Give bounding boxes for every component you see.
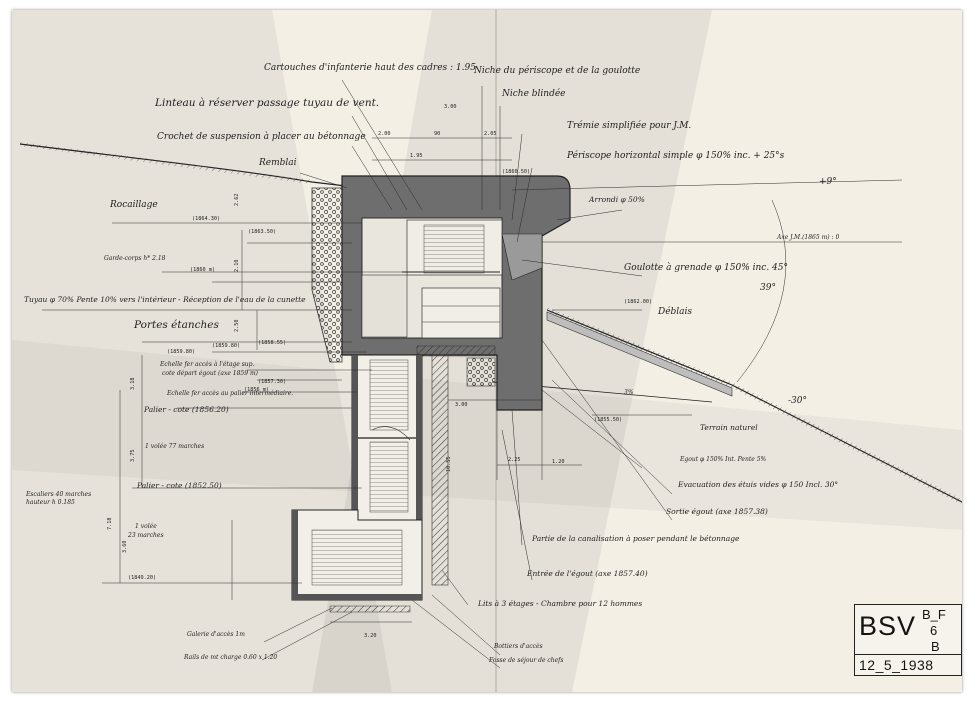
title-ref-2: 6 [930,623,938,638]
label-niche-periscope: Niche du périscope et de la goulotte [474,66,641,76]
dim-1860: (1860.50) [502,169,531,175]
label-garde-corps: Garde-corps h* 2.18 [104,255,166,262]
label-volee-2: 1 volée [135,523,157,530]
dim-300: 3.00 [444,104,457,110]
label-palier-1: Palier - cote (1856.20) [144,405,229,414]
cote-1856: (1856 m) [244,387,269,393]
dim-1055: 10.55 [446,456,452,472]
label-volee-1: 1 volée 77 marches [145,443,205,450]
label-terrain: Terrain naturel [700,423,758,432]
label-niche-blindee: Niche blindée [502,89,566,99]
dim-318: 3.18 [130,377,136,391]
label-rocaillage: Rocaillage [110,200,158,210]
cote-1862: (1862.00) [624,299,653,305]
cote-1858: (1858.55) [258,340,287,346]
dim-250: 2.50 [234,319,240,333]
rocaillage-fill [311,187,343,363]
label-echelle-etage: Echelle fer accès à l'étage sup. [160,361,255,368]
label-rails: Rails de mt charge 0.60 x 1.20 [184,654,278,661]
label-slope-up: +9° [819,177,837,187]
dim-195: 1.95 [410,153,423,159]
title-block: BSV B_F 6 B 12_5_1938 [854,604,962,676]
label-linteau: Linteau à réserver passage tuyau de vent… [155,97,380,109]
label-lits: Lits à 3 étages - Chambre pour 12 hommes [478,599,643,608]
dim-718: 7.18 [107,517,113,531]
terrain [19,142,962,505]
label-palier-2: Palier - cote (1852.50) [137,481,222,490]
cote-1859b: (1859.80) [167,349,196,355]
label-hauteur: hauteur h 0.185 [26,499,75,506]
label-slope-down: -30° [788,396,807,406]
dim-262: 2.62 [234,193,240,207]
lower-gallery [291,509,423,613]
label-pct: 3% [624,389,634,396]
label-evacuation: Evacuation des étuis vides φ 150 Incl. 3… [678,480,839,489]
label-cartouches: Cartouches d'infanterie haut des cadres … [264,63,476,73]
drawing-sheet: Cartouches d'infanterie haut des cadres … [12,10,962,692]
label-egout: Egout φ 150% Int. Pente 5% [680,456,767,463]
title-code: BSV [859,611,917,641]
dim-120: 1.20 [552,459,565,465]
label-fosse: Fosse de séjour de chefs [489,657,564,664]
bunker-block [341,175,571,411]
dim-320: 3.20 [364,633,377,639]
label-arrondi: Arrondi φ 50% [589,195,645,204]
dim-200: 2.00 [378,131,391,137]
label-tuyau: Tuyau φ 70% Pente 10% vers l'intérieur -… [24,295,306,304]
label-echelle-palier: Echelle fer accès au palier intermédiair… [167,390,294,397]
shaft [351,354,449,586]
label-escaliers: Escaliers 40 marches [26,491,92,498]
label-galerie: Galerie d'accès 1m [187,631,245,638]
label-tremie: Trémie simplifiée pour J.M. [567,121,692,131]
section-drawing [12,10,962,692]
cote-1860: (1860 m) [190,267,215,273]
dim-225: 2.25 [508,457,521,463]
cote-1849: (1849.20) [128,575,157,581]
dim-300b: 3.00 [455,402,468,408]
label-deblais: Déblais [658,307,693,317]
title-ref-3: B [931,639,940,654]
label-sortie: Sortie égout (axe 1857.38) [666,507,768,516]
cote-1857: (1857.30) [258,379,287,385]
label-portes: Portes étanches [134,319,219,331]
label-partie: Partie de la canalisation à poser pendan… [532,534,740,543]
label-marches-2: 23 marches [128,532,164,539]
label-axe-jm: Axe J.M.(1865 m) : 0 [777,234,840,241]
title-ref-1: B_F [922,607,946,622]
label-entree: Entrée de l'égout (axe 1857.40) [527,569,648,578]
label-periscope-h: Périscope horizontal simple φ 150% inc. … [567,151,785,161]
label-cote-depart: cote départ égout (axe 1859 m) [162,370,258,377]
title-divider [855,654,961,655]
label-angle: 39° [760,283,776,293]
leader-lines [42,79,903,669]
cote-1859a: (1859.80) [212,343,241,349]
title-date: 12_5_1938 [859,657,934,673]
cote-1864: (1864.30) [192,216,221,222]
dim-210: 2.10 [234,259,240,273]
dim-205: 2.05 [484,131,497,137]
cote-1855: (1855.50) [594,417,623,423]
label-goulotte: Goulotte à grenade φ 150% inc. 45° [624,263,788,273]
label-bottiers: Bottiers d'accès [494,643,543,650]
dim-360: 3.60 [122,540,128,554]
cote-1863: (1863.50) [248,229,277,235]
dim-375: 3.75 [130,449,136,463]
dim-90: 90 [434,131,441,137]
label-remblai: Remblai [259,158,297,168]
label-crochet: Crochet de suspension à placer au bétonn… [157,132,366,142]
